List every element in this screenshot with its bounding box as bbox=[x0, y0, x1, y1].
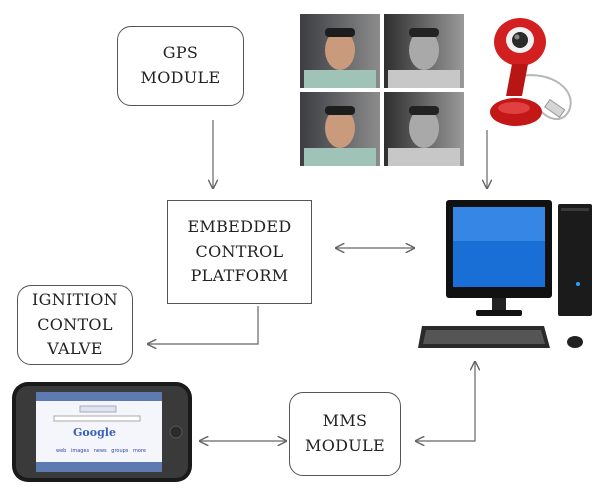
face-frame-color-2 bbox=[300, 92, 380, 166]
face-frames-image bbox=[300, 14, 464, 166]
mms-module-label: MMS MODULE bbox=[305, 411, 385, 455]
webcam-image bbox=[490, 18, 572, 126]
phone-nav-link[interactable]: news bbox=[93, 448, 107, 454]
arrow-mms-computer bbox=[416, 362, 475, 441]
phone-nav-link[interactable]: more bbox=[133, 448, 146, 454]
phone-nav-links: web images news groups more bbox=[56, 448, 146, 454]
face-frame-gray-1 bbox=[384, 14, 464, 88]
embedded-platform-box: EMBEDDED CONTROL PLATFORM bbox=[167, 200, 312, 304]
phone-search-logo: Google bbox=[73, 426, 116, 439]
face-frame-color-1 bbox=[300, 14, 380, 88]
arrow-platform-to-valve bbox=[148, 306, 259, 344]
face-frame-gray-2 bbox=[384, 92, 464, 166]
embedded-platform-label: EMBEDDED CONTROL PLATFORM bbox=[187, 216, 292, 286]
mms-module-box: MMS MODULE bbox=[289, 392, 401, 476]
ignition-valve-label: IGNITION CONTOL VALVE bbox=[32, 289, 118, 359]
phone-nav-link[interactable]: web bbox=[56, 448, 67, 454]
gps-module-box: GPS MODULE bbox=[117, 26, 244, 106]
smartphone-image bbox=[12, 382, 192, 482]
phone-nav-link[interactable]: images bbox=[70, 448, 90, 454]
phone-nav-link[interactable]: groups bbox=[111, 448, 129, 454]
computer-image bbox=[418, 200, 592, 348]
gps-module-label: GPS MODULE bbox=[140, 43, 221, 87]
ignition-valve-box: IGNITION CONTOL VALVE bbox=[17, 285, 133, 365]
